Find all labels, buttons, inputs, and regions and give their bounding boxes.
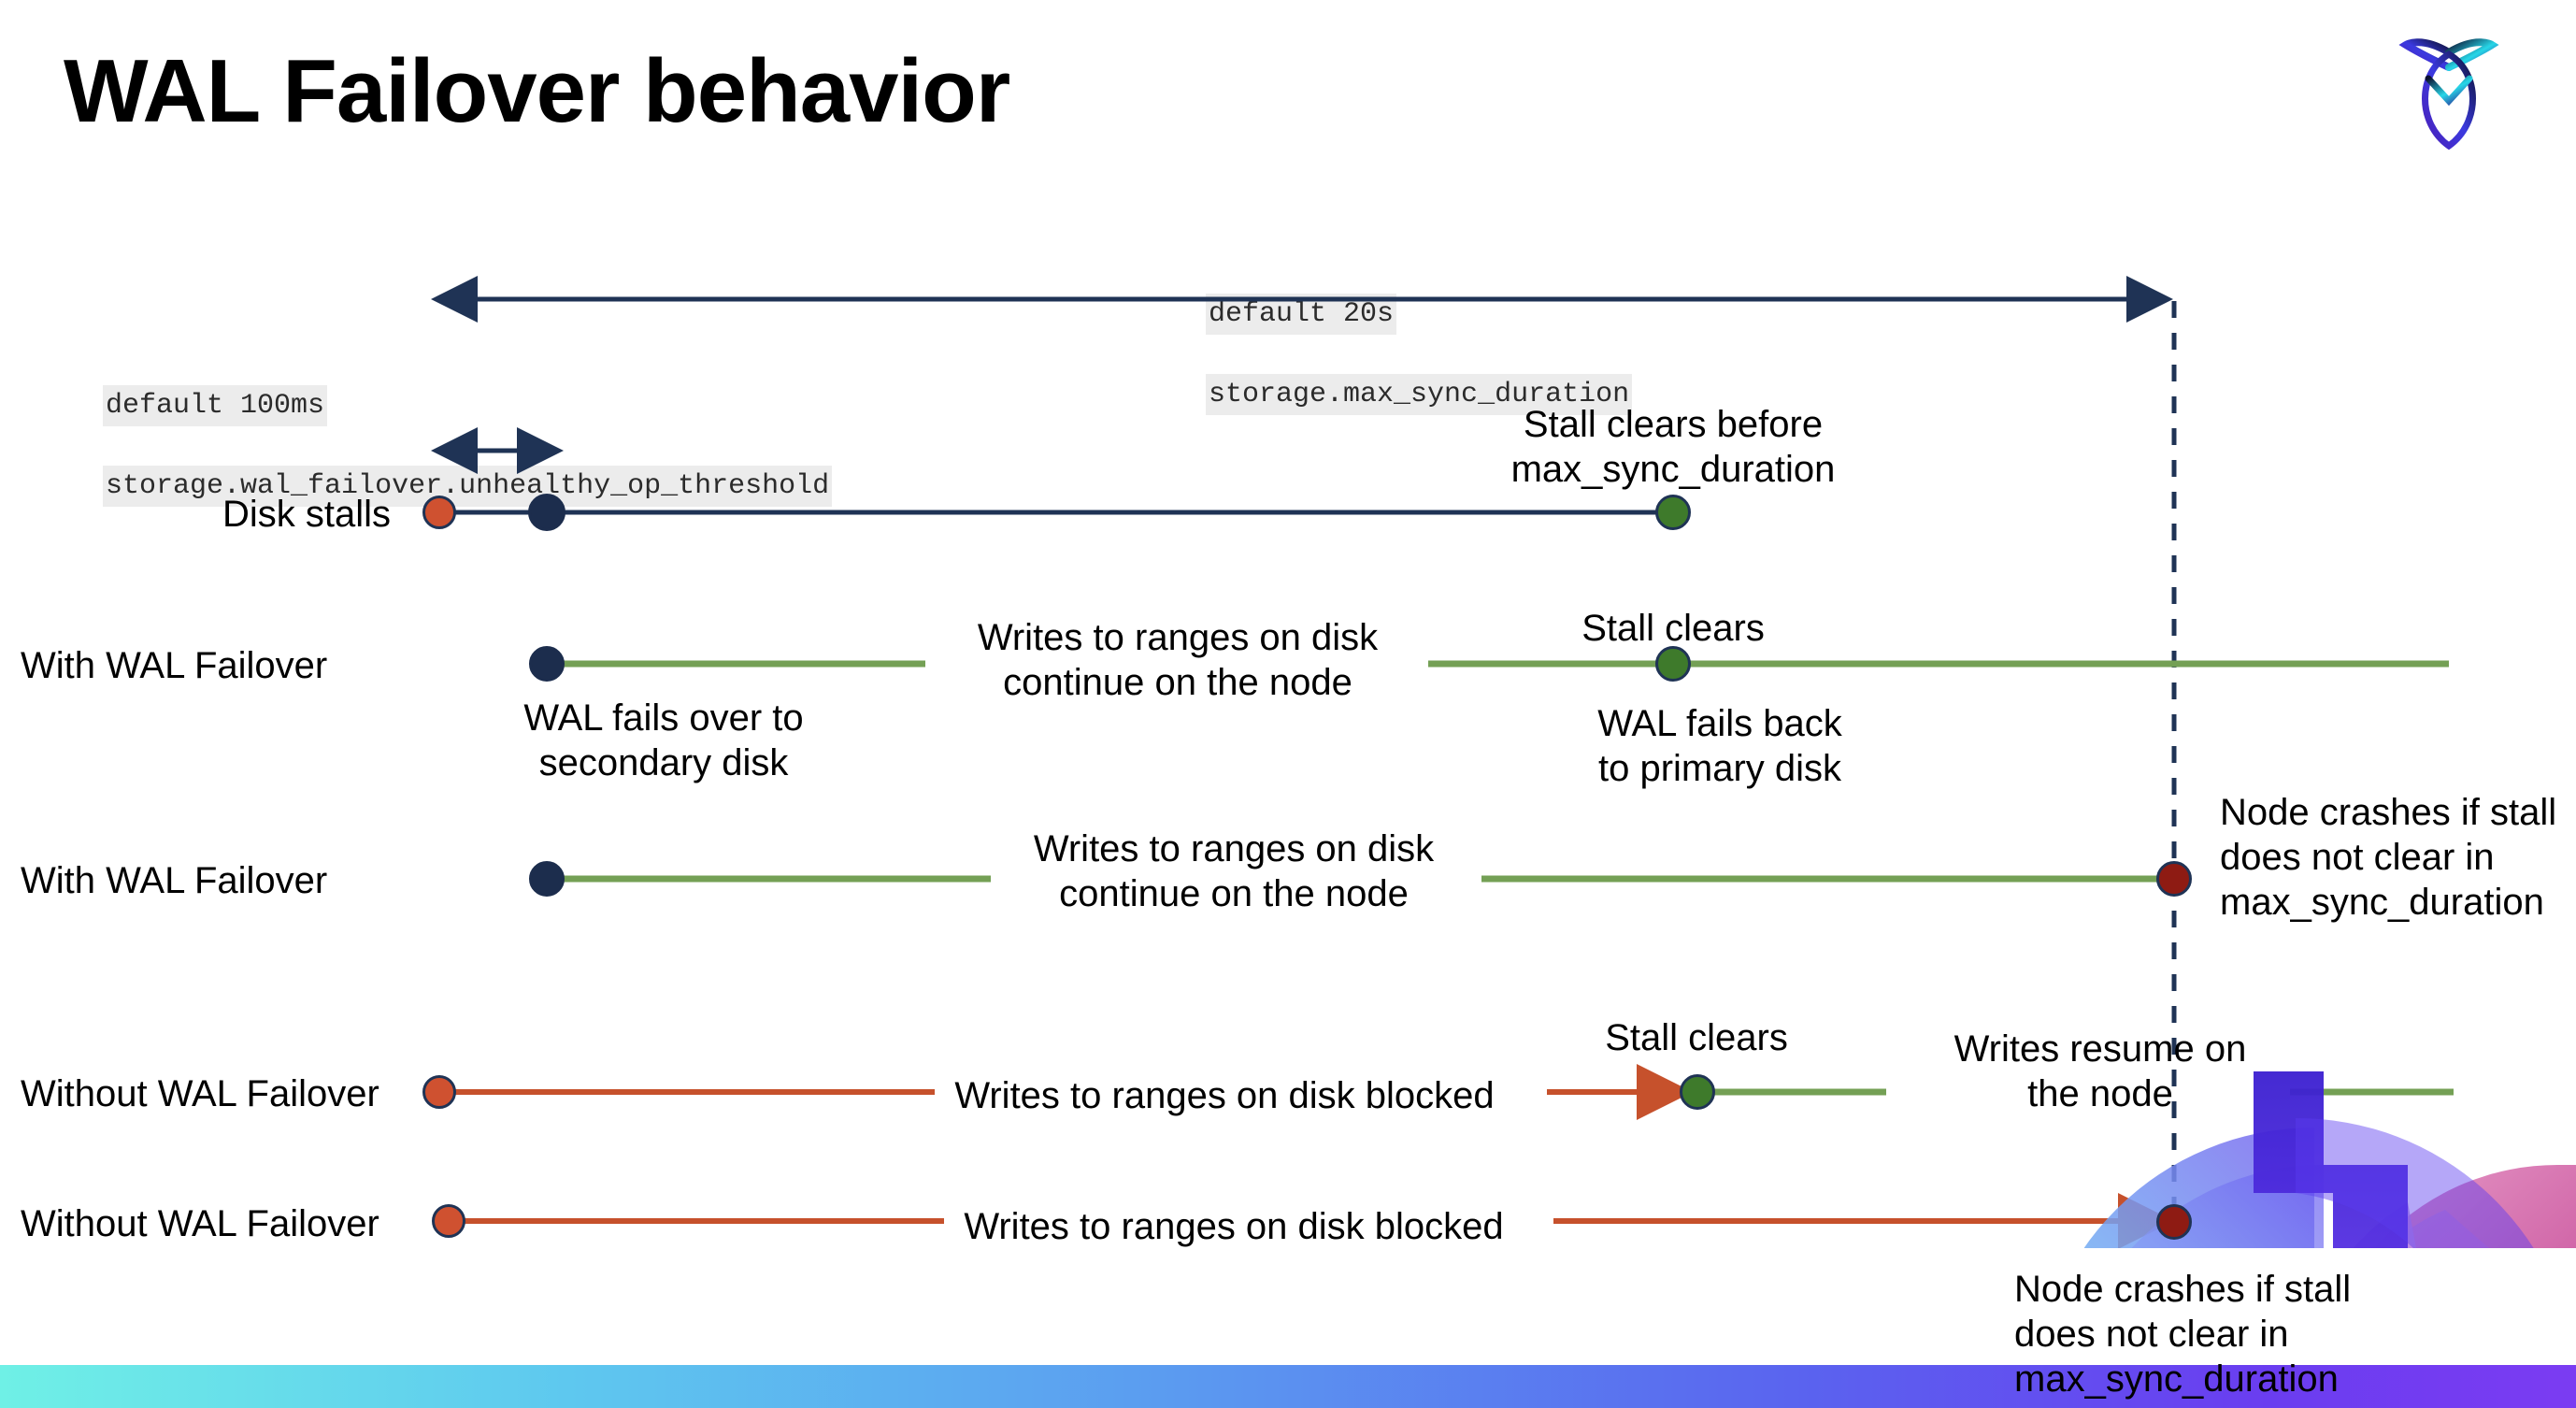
marker-wal-fails-over-row2 xyxy=(529,646,565,682)
annotation-writes-continue-row2: Writes to ranges on disk continue on the… xyxy=(935,615,1421,705)
annotation-wal-fails-back: WAL fails back to primary disk xyxy=(1514,701,1925,791)
row-label-disk-stalls: Disk stalls xyxy=(222,494,392,535)
marker-node-crash-row5 xyxy=(2156,1204,2192,1240)
annotation-node-crashes-row5-line1: Node crashes if stall xyxy=(2014,1269,2352,1310)
marker-threshold-hit-row1 xyxy=(528,494,565,531)
row-label-without-wal-failover-2: Without WAL Failover xyxy=(21,1203,379,1244)
setting-callout-unhealthy-op-threshold: default 100ms storage.wal_failover.unhea… xyxy=(36,346,833,546)
bottom-accent-bar xyxy=(0,1365,2576,1408)
annotation-writes-resume: Writes resume on the node xyxy=(1927,1027,2273,1116)
annotation-writes-continue-row3-line1: Writes to ranges on disk xyxy=(1033,828,1435,869)
annotation-node-crashes-row3: Node crashes if stall does not clear in … xyxy=(2220,790,2576,925)
marker-node-crash-row3 xyxy=(2156,861,2192,897)
annotation-stall-clears-before: Stall clears before max_sync_duration xyxy=(1496,402,1851,492)
annotation-node-crashes-row3-line2: does not clear in xyxy=(2220,837,2495,878)
marker-wal-fails-over-row3 xyxy=(529,861,565,897)
row-label-with-wal-failover-1: With WAL Failover xyxy=(21,645,328,686)
annotation-wal-fails-back-line2: to primary disk xyxy=(1597,748,1842,789)
row-label-with-wal-failover-2: With WAL Failover xyxy=(21,860,328,901)
annotation-writes-continue-row2-line1: Writes to ranges on disk xyxy=(977,617,1379,658)
annotation-stall-clears-row4: Stall clears xyxy=(1556,1015,1837,1060)
annotation-stall-clears-row2: Stall clears xyxy=(1533,606,1813,651)
max-sync-setting-name: storage.max_sync_duration xyxy=(1206,374,1633,415)
marker-stall-begins-row1 xyxy=(422,496,456,529)
marker-stall-begins-row5 xyxy=(432,1204,465,1238)
annotation-wal-fails-over-line2: secondary disk xyxy=(538,742,789,783)
annotation-writes-continue-row3: Writes to ranges on disk continue on the… xyxy=(991,826,1477,916)
annotation-node-crashes-row5-line3: max_sync_duration xyxy=(2014,1358,2339,1400)
marker-stall-clears-row4 xyxy=(1680,1074,1715,1110)
annotation-writes-blocked-row5: Writes to ranges on disk blocked xyxy=(944,1204,1524,1249)
annotation-writes-continue-row3-line2: continue on the node xyxy=(1059,873,1409,914)
annotation-node-crashes-row5: Node crashes if stall does not clear in … xyxy=(2014,1267,2444,1401)
annotation-stall-clears-before-line2: max_sync_duration xyxy=(1510,449,1836,490)
annotation-stall-clears-row4-text: Stall clears xyxy=(1605,1017,1788,1058)
marker-stall-clears-row2 xyxy=(1655,646,1691,682)
annotation-writes-blocked-row5-text: Writes to ranges on disk blocked xyxy=(964,1206,1504,1247)
annotation-wal-fails-over-line1: WAL fails over to xyxy=(523,697,804,739)
annotation-writes-blocked-row4: Writes to ranges on disk blocked xyxy=(935,1073,1514,1118)
annotation-node-crashes-row3-line3: max_sync_duration xyxy=(2220,882,2544,923)
annotation-stall-clears-row2-text: Stall clears xyxy=(1581,608,1765,649)
annotation-wal-fails-back-line1: WAL fails back xyxy=(1597,703,1842,744)
annotation-node-crashes-row5-line2: does not clear in xyxy=(2014,1314,2289,1355)
annotation-node-crashes-row3-line1: Node crashes if stall xyxy=(2220,792,2557,833)
annotation-writes-blocked-row4-text: Writes to ranges on disk blocked xyxy=(954,1075,1495,1116)
annotation-writes-resume-line1: Writes resume on xyxy=(1953,1028,2247,1070)
annotation-stall-clears-before-line1: Stall clears before xyxy=(1523,404,1824,445)
cockroach-labs-logo-icon xyxy=(2398,38,2499,151)
annotation-writes-resume-line2: the node xyxy=(2027,1073,2173,1114)
annotation-writes-continue-row2-line2: continue on the node xyxy=(1003,662,1352,703)
marker-stall-clears-row1 xyxy=(1655,495,1691,530)
annotation-wal-fails-over: WAL fails over to secondary disk xyxy=(467,696,860,785)
unhealthy-op-default-value: default 100ms xyxy=(103,385,328,426)
page-title: WAL Failover behavior xyxy=(64,41,1010,141)
row-label-without-wal-failover-1: Without WAL Failover xyxy=(21,1073,379,1114)
marker-stall-begins-row4 xyxy=(422,1075,456,1109)
